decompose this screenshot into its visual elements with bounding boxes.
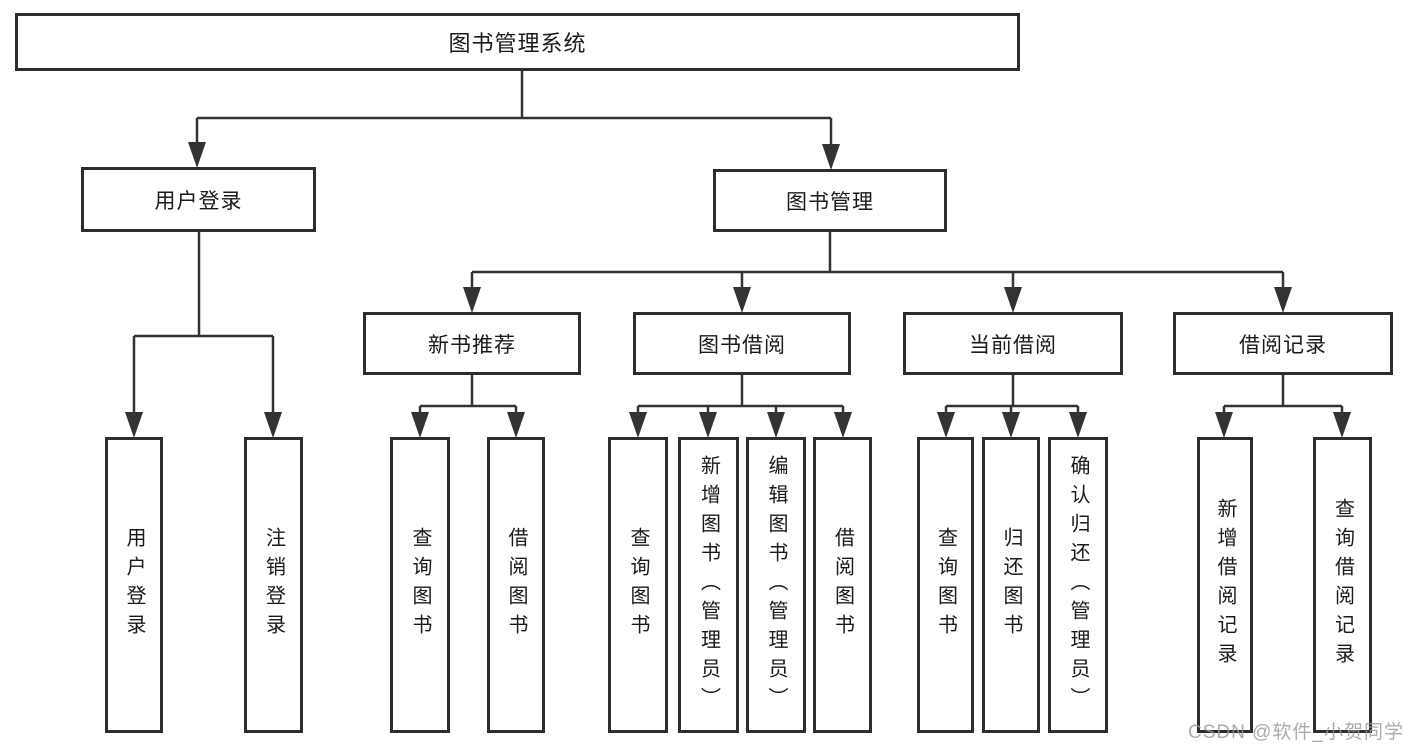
leaf-cb-query-books-label: 查询图书 <box>934 527 957 643</box>
node-borrow-records-label: 借阅记录 <box>1239 333 1327 357</box>
leaf-cb-confirm-return-admin: 确认归还（管理员） <box>1048 437 1108 733</box>
leaf-cb-return-books-label: 归还图书 <box>1000 527 1022 643</box>
leaf-cb-confirm-return-admin-label: 确认归还（管理员） <box>1067 454 1089 716</box>
node-book-mgmt-label: 图书管理 <box>786 190 874 214</box>
leaf-cb-return-books: 归还图书 <box>982 437 1040 733</box>
leaf-nb-query-books-label: 查询图书 <box>409 527 431 643</box>
leaf-nb-borrow-books-label: 借阅图书 <box>505 527 527 643</box>
node-user-login-label: 用户登录 <box>154 189 243 213</box>
node-new-books: 新书推荐 <box>363 312 581 375</box>
leaf-nb-borrow-books: 借阅图书 <box>487 437 545 733</box>
leaf-user-login-label: 用户登录 <box>123 527 145 643</box>
leaf-bb-borrow-books-label: 借阅图书 <box>831 527 854 643</box>
node-new-books-label: 新书推荐 <box>428 333 516 357</box>
leaf-user-login: 用户登录 <box>105 437 163 733</box>
leaf-bb-query-books-label: 查询图书 <box>627 527 649 643</box>
leaf-cb-query-books: 查询图书 <box>917 437 974 733</box>
leaf-br-query-record: 查询借阅记录 <box>1313 437 1372 733</box>
node-book-borrow: 图书借阅 <box>633 312 851 375</box>
leaf-bb-borrow-books: 借阅图书 <box>813 437 872 733</box>
node-root: 图书管理系统 <box>15 13 1020 71</box>
leaf-bb-add-books-admin: 新增图书（管理员） <box>678 437 739 733</box>
node-borrow-records: 借阅记录 <box>1173 312 1393 375</box>
leaf-nb-query-books: 查询图书 <box>390 437 450 733</box>
leaf-logout: 注销登录 <box>244 437 303 733</box>
node-root-label: 图书管理系统 <box>448 31 587 56</box>
leaf-bb-edit-books-admin-label: 编辑图书（管理员） <box>765 454 787 716</box>
leaf-br-add-record-label: 新增借阅记录 <box>1214 498 1236 672</box>
leaf-bb-add-books-admin-label: 新增图书（管理员） <box>697 454 720 716</box>
node-current-borrow-label: 当前借阅 <box>969 333 1057 357</box>
node-user-login: 用户登录 <box>81 167 316 232</box>
node-current-borrow: 当前借阅 <box>903 312 1123 375</box>
node-book-borrow-label: 图书借阅 <box>698 333 786 357</box>
leaf-bb-edit-books-admin: 编辑图书（管理员） <box>746 437 806 733</box>
node-book-mgmt: 图书管理 <box>713 169 947 232</box>
arrowheads <box>125 142 1351 438</box>
leaf-logout-label: 注销登录 <box>262 527 285 643</box>
leaf-bb-query-books: 查询图书 <box>608 437 668 733</box>
csdn-watermark: CSDN @软件_小贺同学 <box>1188 722 1404 743</box>
leaf-br-add-record: 新增借阅记录 <box>1197 437 1253 733</box>
leaf-br-query-record-label: 查询借阅记录 <box>1331 498 1354 672</box>
